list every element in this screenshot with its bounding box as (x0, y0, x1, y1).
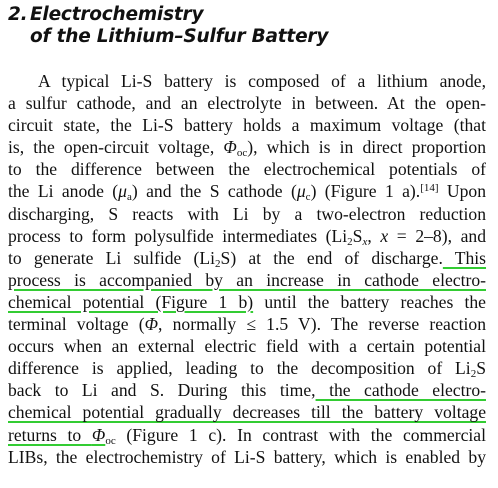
highlighted-text: returns to Φoc (8, 424, 116, 447)
text-run: ) (Figure 1 a). (310, 181, 421, 202)
math-symbol: x (380, 225, 389, 246)
text-run: terminal voltage ( (8, 314, 145, 335)
text-line: terminal voltage (Φ, normally ≤ 1.5 V). … (8, 313, 486, 335)
text-run: a sulfur cathode, and an electrolyte in … (8, 93, 486, 114)
math-symbol: Φ (91, 424, 106, 445)
text-line: chemical potential (Figure 1 b) until th… (8, 291, 486, 313)
subscript: a (126, 191, 132, 204)
text-line: the Li anode (μa) and the S cathode (μc)… (8, 180, 486, 204)
section-heading-line-1: 2.Electrochemistry (8, 4, 486, 26)
text-run: to the difference between the electroche… (8, 159, 486, 180)
section-number: 2. (8, 4, 28, 25)
subscript: oc (236, 147, 248, 160)
text-line: chemical potential gradually decreases t… (8, 401, 486, 423)
text-run: S (476, 358, 486, 379)
text-run: Upon (438, 181, 486, 202)
text-line: to the difference between the electroche… (8, 158, 486, 180)
text-run: A typical Li-S battery is composed of a … (38, 71, 486, 91)
highlighted-text: chemical potential (Figure 1 b) (8, 291, 254, 312)
highlighted-text: This (442, 247, 487, 268)
text-line: to generate Li sulfide (Li2S) at the end… (8, 247, 487, 270)
text-run: ) and the S cathode ( (131, 181, 297, 202)
text-run: the Li anode ( (8, 181, 119, 202)
subscript: c (305, 191, 311, 204)
text-run: , (367, 225, 381, 246)
text-line: difference is applied, leading to the de… (8, 357, 486, 381)
highlighted-text: chemical potential gradually decreases t… (8, 402, 486, 423)
highlighted-text: process is accompanied by an increase in… (8, 269, 486, 290)
subscript: 2 (470, 368, 477, 381)
text-run: circuit state, the Li-S battery holds a … (8, 115, 486, 136)
highlighted-text: the cathode electro- (315, 380, 486, 401)
citation-ref[interactable]: [14] (420, 182, 439, 195)
text-line: is, the open-circuit voltage, Φoc), whic… (8, 136, 486, 160)
body-paragraph: A typical Li-S battery is composed of a … (8, 70, 486, 468)
math-symbol: μ (118, 181, 127, 202)
text-run: to generate Li sulfide (Li (8, 247, 216, 268)
text-line: occurs when an external electric field w… (8, 335, 486, 357)
text-line: discharging, S reacts with Li by a two-e… (8, 203, 486, 225)
section-title-line-2: of the Lithium–Sulfur Battery (30, 26, 329, 47)
text-line: A typical Li-S battery is composed of a … (8, 70, 486, 92)
text-line: circuit state, the Li-S battery holds a … (8, 114, 486, 136)
text-line: a sulfur cathode, and an electrolyte in … (8, 92, 486, 114)
section-heading: 2.Electrochemistry of the Lithium–Sulfur… (8, 4, 486, 48)
section-title-line-1: Electrochemistry (30, 4, 204, 25)
math-symbol: Φ (223, 137, 237, 158)
text-run: until the battery reaches the (253, 291, 486, 312)
text-run: = 2–8), and (388, 225, 486, 246)
text-run: LIBs, the electrochemistry of Li-S batte… (8, 446, 486, 467)
text-line: returns to Φoc (Figure 1 c). In contrast… (8, 424, 486, 447)
subscript: 2 (215, 257, 221, 270)
text-run: (Figure 1 c). In contrast with the comme… (115, 424, 486, 445)
text-line: process to form polysulfide intermediate… (8, 225, 486, 248)
text-line: LIBs, the electrochemistry of Li-S batte… (8, 446, 486, 468)
math-symbol: Φ (144, 314, 159, 335)
text-run: process to form polysulfide intermediate… (8, 225, 348, 246)
text-run: S (352, 225, 363, 246)
text-run: ), which is in direct proportion (247, 137, 486, 158)
text-run: , normally ≤ 1.5 V). The reverse reactio… (158, 314, 486, 335)
text-line: back to Li and S. During this time, the … (8, 379, 486, 401)
text-run: is, the open-circuit voltage, (8, 137, 224, 158)
subscript: 2 (347, 235, 353, 248)
text-run: discharging, S reacts with Li by a two-e… (8, 203, 486, 224)
text-run: S) at the end of discharge. (220, 247, 443, 268)
text-run: occurs when an external electric field w… (8, 336, 486, 357)
subscript: oc (105, 434, 116, 447)
text-run: back to Li and S. During this time, (8, 380, 316, 401)
text-line: process is accompanied by an increase in… (8, 269, 486, 291)
math-symbol: μ (296, 181, 306, 202)
text-run: returns to (8, 424, 92, 445)
text-run: difference is applied, leading to the de… (8, 358, 471, 379)
subscript: x (362, 235, 368, 248)
